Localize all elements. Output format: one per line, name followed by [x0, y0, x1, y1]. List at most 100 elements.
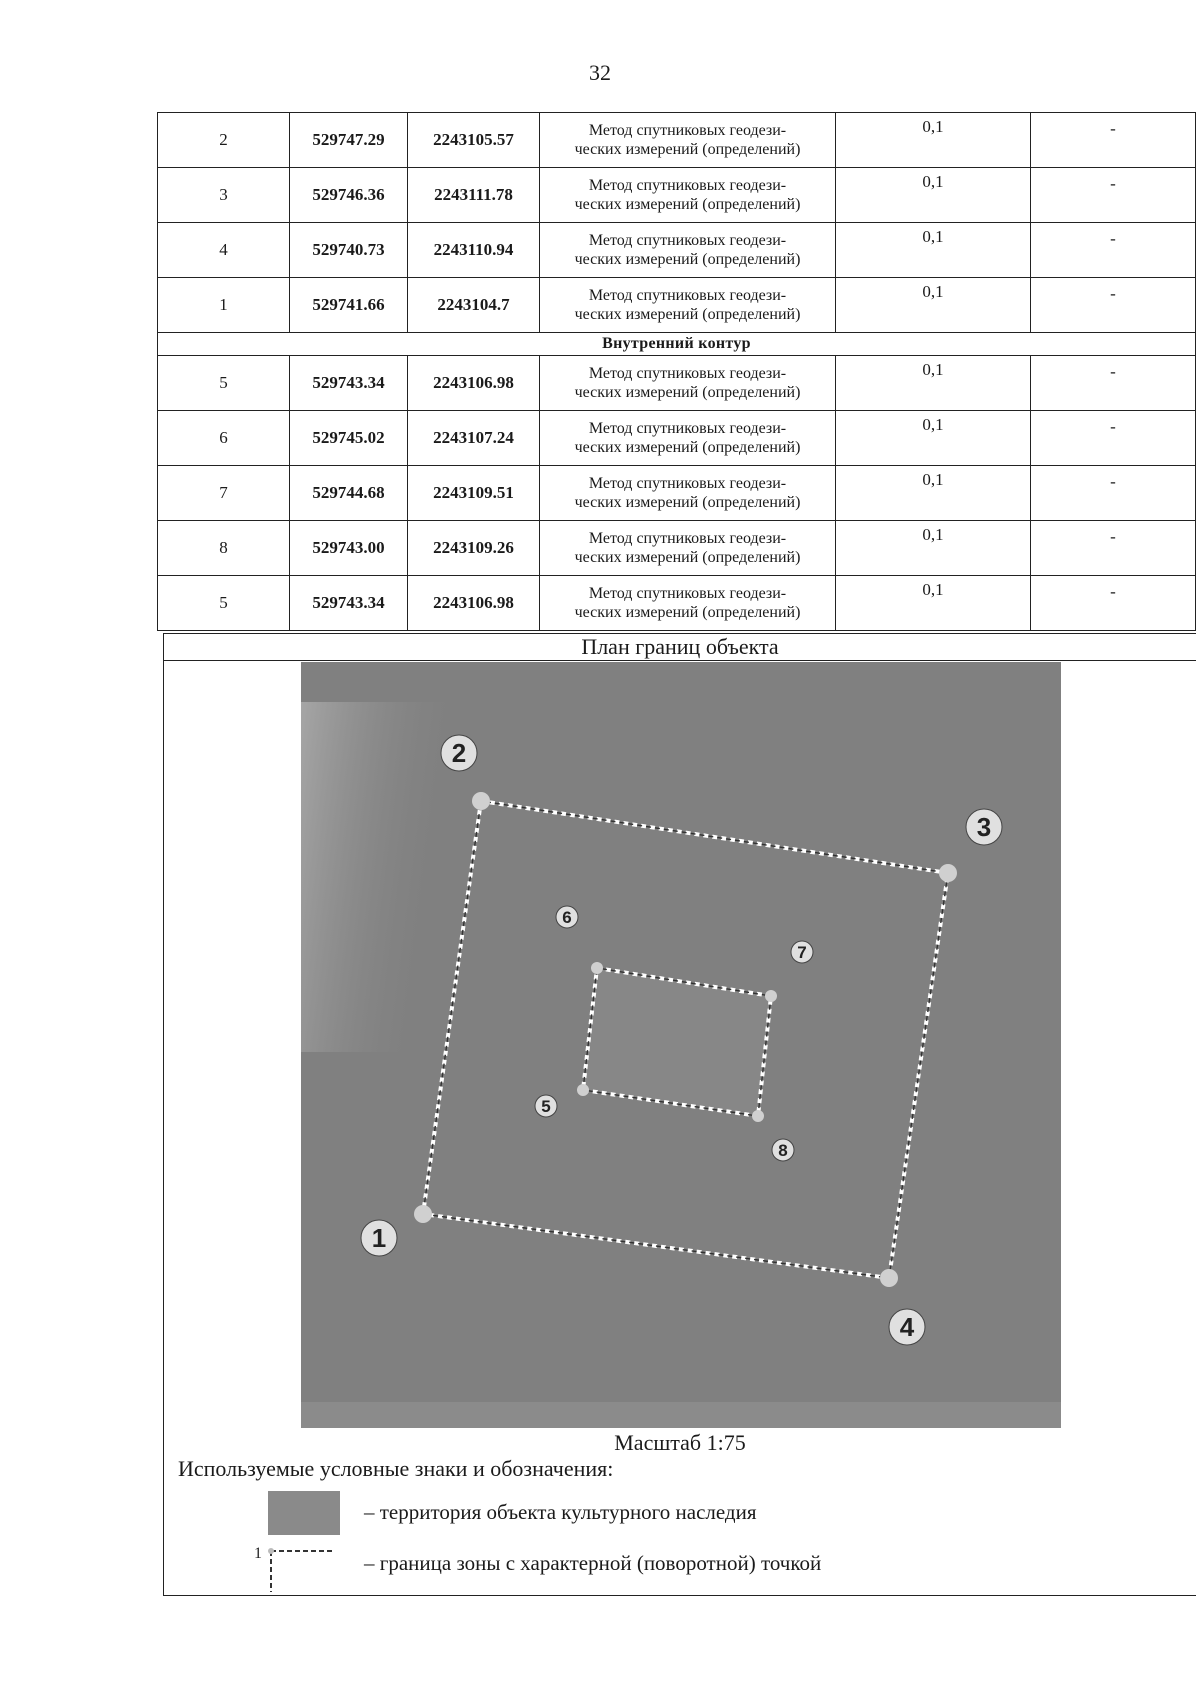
- y-coordinate-cell: 2243104.7: [407, 277, 540, 333]
- method-line-2: ческих измерений (определений): [574, 196, 801, 213]
- method-line-1: Метод спутниковых геодези-: [588, 287, 787, 304]
- accuracy-cell: 0,1: [835, 575, 1031, 631]
- legend-title: Используемые условные знаки и обозначени…: [178, 1456, 614, 1481]
- point-3-marker: [939, 864, 957, 882]
- method-line-2: ческих измерений (определений): [574, 384, 801, 401]
- note-cell: -: [1030, 222, 1196, 278]
- point-number-cell: 2: [157, 112, 290, 168]
- accuracy-cell: 0,1: [835, 112, 1031, 168]
- accuracy-cell: 0,1: [835, 167, 1031, 223]
- svg-text:6: 6: [562, 908, 571, 927]
- point-5-marker: [577, 1084, 589, 1096]
- page-number: 32: [589, 60, 611, 85]
- accuracy-cell: 0,1: [835, 520, 1031, 576]
- point-label-7: 7: [790, 940, 814, 964]
- legend-boundary-icon: 1: [254, 1545, 332, 1592]
- boundary-map: 2 3 4 1 6 7 8 5: [301, 662, 1061, 1428]
- point-number-cell: 5: [157, 355, 290, 411]
- y-coordinate-cell: 2243110.94: [407, 222, 540, 278]
- x-coordinate-cell: 529745.02: [289, 410, 408, 466]
- method-cell: Метод спутниковых геодези-ческих измерен…: [539, 410, 836, 466]
- point-number-cell: 6: [157, 410, 290, 466]
- method-cell: Метод спутниковых геодези-ческих измерен…: [539, 355, 836, 411]
- method-line-2: ческих измерений (определений): [574, 604, 801, 621]
- y-coordinate-cell: 2243109.51: [407, 465, 540, 521]
- point-label-8: 8: [771, 1138, 795, 1162]
- legend-territory-label: – территория объекта культурного наследи…: [364, 1500, 757, 1524]
- point-label-5: 5: [534, 1094, 558, 1118]
- map-bottom-strip: [301, 1402, 1061, 1428]
- note-cell: -: [1030, 355, 1196, 411]
- svg-text:4: 4: [900, 1312, 915, 1342]
- note-cell: -: [1030, 575, 1196, 631]
- point-number-cell: 3: [157, 167, 290, 223]
- x-coordinate-cell: 529740.73: [289, 222, 408, 278]
- method-line-2: ческих измерений (определений): [574, 306, 801, 323]
- x-coordinate-cell: 529747.29: [289, 112, 408, 168]
- note-cell: -: [1030, 465, 1196, 521]
- point-label-4: 4: [888, 1308, 926, 1346]
- x-coordinate-cell: 529743.34: [289, 355, 408, 411]
- method-line-2: ческих измерений (определений): [574, 251, 801, 268]
- svg-text:8: 8: [778, 1141, 787, 1160]
- accuracy-cell: 0,1: [835, 277, 1031, 333]
- method-line-1: Метод спутниковых геодези-: [588, 475, 787, 492]
- section-title: Внутренний контур: [157, 332, 1196, 356]
- note-cell: -: [1030, 520, 1196, 576]
- method-line-1: Метод спутниковых геодези-: [588, 420, 787, 437]
- accuracy-cell: 0,1: [835, 465, 1031, 521]
- svg-text:7: 7: [797, 943, 806, 962]
- point-2-marker: [472, 792, 490, 810]
- legend-territory-swatch: [268, 1491, 340, 1535]
- y-coordinate-cell: 2243109.26: [407, 520, 540, 576]
- method-line-1: Метод спутниковых геодези-: [588, 585, 787, 602]
- inner-contour-fill: [583, 968, 771, 1116]
- method-cell: Метод спутниковых геодези-ческих измерен…: [539, 465, 836, 521]
- method-line-1: Метод спутниковых геодези-: [588, 122, 787, 139]
- y-coordinate-cell: 2243106.98: [407, 355, 540, 411]
- note-cell: -: [1030, 410, 1196, 466]
- accuracy-cell: 0,1: [835, 222, 1031, 278]
- point-number-cell: 8: [157, 520, 290, 576]
- method-line-2: ческих измерений (определений): [574, 439, 801, 456]
- point-number-cell: 5: [157, 575, 290, 631]
- method-cell: Метод спутниковых геодези-ческих измерен…: [539, 222, 836, 278]
- x-coordinate-cell: 529743.00: [289, 520, 408, 576]
- method-line-1: Метод спутниковых геодези-: [588, 530, 787, 547]
- section-row: Внутренний контур: [157, 332, 1196, 356]
- point-6-marker: [591, 962, 603, 974]
- y-coordinate-cell: 2243105.57: [407, 112, 540, 168]
- boundary-plan: План границ объекта 2: [163, 633, 1196, 1596]
- point-label-3: 3: [965, 808, 1003, 846]
- svg-text:1: 1: [254, 1545, 262, 1562]
- note-cell: -: [1030, 277, 1196, 333]
- accuracy-cell: 0,1: [835, 410, 1031, 466]
- method-cell: Метод спутниковых геодези-ческих измерен…: [539, 520, 836, 576]
- plan-scale: Масштаб 1:75: [614, 1430, 746, 1455]
- point-1-marker: [414, 1205, 432, 1223]
- method-line-2: ческих измерений (определений): [574, 141, 801, 158]
- point-8-marker: [752, 1110, 764, 1122]
- method-line-1: Метод спутниковых геодези-: [588, 365, 787, 382]
- accuracy-cell: 0,1: [835, 355, 1031, 411]
- point-number-cell: 1: [157, 277, 290, 333]
- svg-text:3: 3: [977, 812, 991, 842]
- y-coordinate-cell: 2243111.78: [407, 167, 540, 223]
- method-line-2: ческих измерений (определений): [574, 494, 801, 511]
- map-light-patch: [301, 702, 451, 1052]
- y-coordinate-cell: 2243107.24: [407, 410, 540, 466]
- note-cell: -: [1030, 167, 1196, 223]
- method-cell: Метод спутниковых геодези-ческих измерен…: [539, 575, 836, 631]
- point-label-6: 6: [555, 905, 579, 929]
- method-cell: Метод спутниковых геодези-ческих измерен…: [539, 277, 836, 333]
- legend-boundary-label: – граница зоны с характерной (поворотной…: [364, 1551, 822, 1575]
- x-coordinate-cell: 529746.36: [289, 167, 408, 223]
- method-line-1: Метод спутниковых геодези-: [588, 177, 787, 194]
